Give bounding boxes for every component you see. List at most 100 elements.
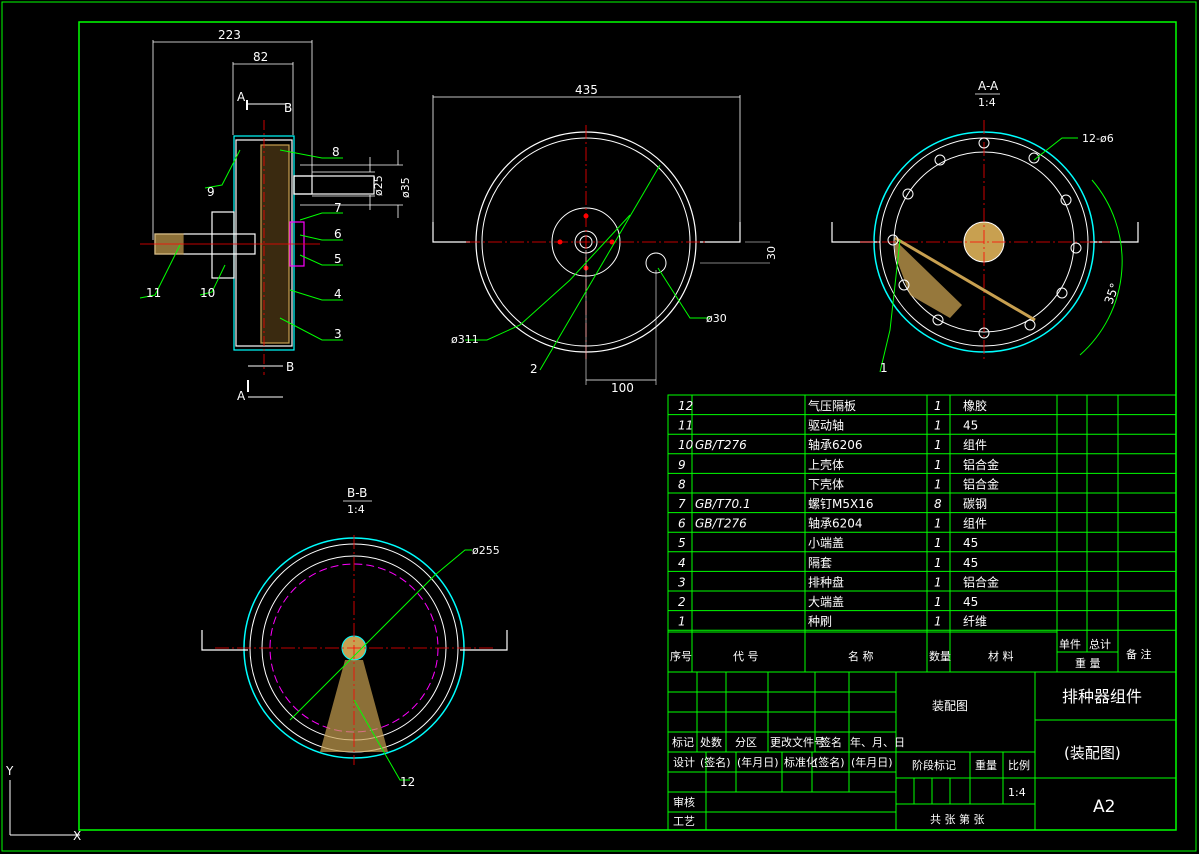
bom-cell-qty: 1 bbox=[934, 615, 942, 629]
bom-cell-name: 螺钉M5X16 bbox=[808, 497, 873, 511]
bom-cell-material: 铝合金 bbox=[963, 476, 999, 491]
dim-phi311: ø311 bbox=[451, 333, 479, 346]
bom-cell-material: 45 bbox=[963, 419, 978, 433]
bom-cell-code: GB/T70.1 bbox=[695, 497, 751, 511]
bom-cell-qty: 1 bbox=[934, 399, 942, 413]
callout-6: 6 bbox=[334, 227, 342, 241]
bom-cell-qty: 1 bbox=[934, 419, 942, 433]
bom-cell-code: GB/T276 bbox=[695, 517, 747, 531]
bom-cell-material: 45 bbox=[963, 536, 978, 550]
bom-cell-name: 上壳体 bbox=[808, 458, 844, 472]
bom-cell-name: 下壳体 bbox=[808, 477, 844, 491]
bom-cell-name: 大端盖 bbox=[808, 595, 844, 609]
bom-cell-no: 1 bbox=[678, 615, 686, 629]
bom-cell-qty: 1 bbox=[934, 458, 942, 472]
dim-223: 223 bbox=[218, 28, 241, 42]
callout-11: 11 bbox=[146, 286, 161, 300]
callout-12: 12 bbox=[400, 775, 415, 789]
dim-30-height: 30 bbox=[765, 246, 778, 260]
section-b-bottom: B bbox=[286, 360, 294, 374]
bom-cell-material: 纤维 bbox=[963, 615, 987, 629]
bom-cell-qty: 1 bbox=[934, 477, 942, 491]
bom-cell-qty: 1 bbox=[934, 556, 942, 570]
dim-phi35: ø35 bbox=[399, 177, 412, 198]
bom-cell-qty: 8 bbox=[934, 497, 942, 511]
ucs-icon: Y X bbox=[5, 764, 81, 843]
section-aa-title: A-A bbox=[978, 79, 999, 93]
bom-cell-name: 种刷 bbox=[808, 615, 832, 629]
ratio-label: 比例 bbox=[1008, 758, 1030, 772]
callout-10: 10 bbox=[200, 286, 215, 300]
rev-count: 处数 bbox=[700, 736, 722, 749]
bom-cell-qty: 1 bbox=[934, 517, 942, 531]
section-bb-title: B-B bbox=[347, 486, 367, 500]
bom-cell-qty: 1 bbox=[934, 595, 942, 609]
bom-cell-no: 12 bbox=[678, 399, 693, 413]
dim-phi255: ø255 bbox=[472, 544, 500, 557]
bom-cell-qty: 1 bbox=[934, 438, 942, 452]
bom-cell-name: 驱动轴 bbox=[808, 418, 844, 433]
bom-cell-name: 隔套 bbox=[808, 556, 832, 570]
bom-header-qty: 数量 bbox=[929, 650, 951, 663]
bom-cell-material: 橡胶 bbox=[963, 398, 987, 413]
ucs-x-label: X bbox=[73, 829, 81, 843]
bom-cell-no: 5 bbox=[678, 536, 686, 550]
bom-cell-qty: 1 bbox=[934, 575, 942, 589]
scale-value: 1:4 bbox=[1008, 786, 1026, 799]
callout-7: 7 bbox=[334, 201, 342, 215]
rev-date: 年、月、日 bbox=[850, 735, 905, 749]
rev-doc: 更改文件号 bbox=[770, 735, 825, 749]
front-view: 435 100 30 ø311 ø30 2 bbox=[432, 83, 778, 395]
callout-4: 4 bbox=[334, 287, 342, 301]
sign1-label: (签名) bbox=[700, 755, 731, 769]
callout-3: 3 bbox=[334, 327, 342, 341]
drawing-subtitle: (装配图) bbox=[1064, 744, 1121, 762]
bom-cell-name: 气压隔板 bbox=[808, 398, 856, 413]
sheets-label: 共 张 第 张 bbox=[930, 812, 985, 826]
bom-cell-material: 铝合金 bbox=[963, 457, 999, 472]
dim-100: 100 bbox=[611, 381, 634, 395]
review-label: 审核 bbox=[673, 795, 695, 809]
weight-label: 重量 bbox=[975, 758, 997, 772]
dim-phi30: ø30 bbox=[706, 312, 727, 325]
bom-header-weight: 重 量 bbox=[1075, 656, 1101, 670]
callout-9: 9 bbox=[207, 185, 215, 199]
section-aa-view: A-A 1:4 35° 12-ø6 1 bbox=[831, 79, 1139, 375]
bom-header-name: 名 称 bbox=[848, 649, 874, 663]
date2-label: (年月日) bbox=[851, 755, 893, 769]
bom-header-total: 总计 bbox=[1089, 637, 1111, 651]
section-a-top: A bbox=[237, 90, 246, 104]
drawing-label: 装配图 bbox=[932, 699, 968, 713]
bom-cell-no: 10 bbox=[678, 438, 694, 452]
bom-header-unit: 单件 bbox=[1059, 638, 1081, 651]
bom-cell-qty: 1 bbox=[934, 536, 942, 550]
bom-cell-material: 45 bbox=[963, 556, 978, 570]
drawing-title: 排种器组件 bbox=[1062, 687, 1142, 706]
section-bb-scale: 1:4 bbox=[347, 503, 365, 516]
bom-cell-material: 组件 bbox=[963, 438, 987, 452]
callout-1: 1 bbox=[880, 361, 888, 375]
bom-cell-no: 8 bbox=[678, 477, 686, 491]
dim-435: 435 bbox=[575, 83, 598, 97]
bom-cell-material: 组件 bbox=[963, 517, 987, 531]
callout-5: 5 bbox=[334, 252, 342, 266]
bom-cell-no: 11 bbox=[678, 419, 693, 433]
section-aa-scale: 1:4 bbox=[978, 96, 996, 109]
design-label: 设计 bbox=[673, 756, 695, 769]
bom-cell-no: 3 bbox=[678, 575, 686, 589]
dim-82: 82 bbox=[253, 50, 268, 64]
section-b-top: B bbox=[284, 101, 292, 115]
ucs-y-label: Y bbox=[5, 764, 14, 778]
bom-cell-no: 2 bbox=[678, 595, 686, 609]
section-a-bottom: A bbox=[237, 389, 246, 403]
bom-header-no: 序号 bbox=[670, 649, 692, 663]
process-label: 工艺 bbox=[673, 815, 695, 828]
sheet-size: A2 bbox=[1093, 797, 1115, 817]
bom-cell-name: 排种盘 bbox=[808, 574, 844, 589]
rev-mark: 标记 bbox=[672, 735, 694, 749]
rev-zone: 分区 bbox=[735, 736, 757, 749]
bom-cell-name: 轴承6206 bbox=[808, 437, 863, 452]
sign2-label: (签名) bbox=[814, 755, 845, 769]
